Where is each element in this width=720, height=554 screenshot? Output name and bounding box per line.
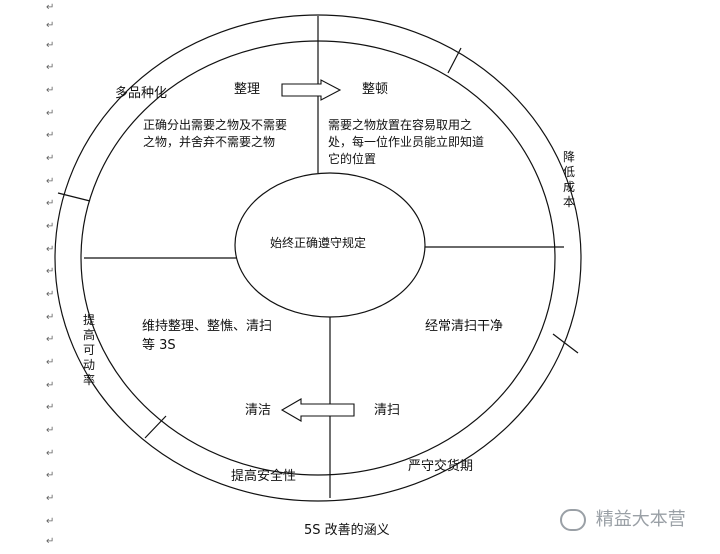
ring-separator: [552, 333, 579, 354]
label-qingjie: 清洁: [245, 403, 272, 418]
center-label: 始终正确遵守规定: [270, 236, 367, 250]
ring-separator: [57, 192, 91, 202]
paragraph-mark: ↵: [46, 312, 55, 323]
paragraph-mark: ↵: [46, 153, 55, 164]
wechat-icon: [560, 509, 586, 531]
paragraph-mark: ↵: [46, 62, 55, 73]
watermark: 精益大本营: [560, 505, 686, 531]
paragraph-mark: ↵: [46, 448, 55, 459]
paragraph-mark: ↵: [46, 470, 55, 481]
paragraph-mark: ↵: [46, 536, 55, 547]
label-zhengli: 整理: [234, 82, 261, 97]
paragraph-mark: ↵: [46, 357, 55, 368]
label-qingsao: 清扫: [374, 403, 401, 418]
paragraph-mark: ↵: [46, 40, 55, 51]
paragraph-mark: ↵: [46, 130, 55, 141]
ring-label-left: 提高可动率: [82, 313, 95, 387]
paragraph-mark: ↵: [46, 108, 55, 119]
paragraph-mark: ↵: [46, 244, 55, 255]
paragraph-mark: ↵: [46, 2, 55, 13]
ring-label-bottom-left: 提高安全性: [231, 469, 297, 484]
paragraph-mark: ↵: [46, 176, 55, 187]
paragraph-mark: ↵: [46, 289, 55, 300]
paragraph-mark: ↵: [46, 402, 55, 413]
paragraph-mark: ↵: [46, 425, 55, 436]
ring-label-bottom-right: 严守交货期: [408, 459, 474, 474]
paragraph-bottom-left: 维持整理、整憔、清扫等 3S: [142, 319, 273, 353]
paragraph-mark: ↵: [46, 20, 55, 31]
label-zhengdun: 整顿: [362, 82, 389, 97]
paragraph-mark: ↵: [46, 334, 55, 345]
watermark-text: 精益大本营: [595, 509, 686, 530]
paragraph-mark: ↵: [46, 493, 55, 504]
ring-label-top-left: 多品种化: [115, 86, 168, 101]
paragraph-top-left: 正确分出需要之物及不需要之物，并舍弃不需要之物: [143, 118, 288, 149]
arrow-left-icon: [280, 398, 355, 422]
paragraph-mark: ↵: [46, 380, 55, 391]
arrow-right-icon: [281, 79, 342, 101]
paragraph-mark: ↵: [46, 198, 55, 209]
figure-caption: 5S 改善的涵义: [304, 523, 390, 538]
paragraph-mark: ↵: [46, 221, 55, 232]
paragraph-mark: ↵: [46, 266, 55, 277]
paragraph-mark: ↵: [46, 85, 55, 96]
ring-label-right: 降低成本: [562, 150, 575, 209]
outer-ring: [54, 14, 582, 502]
paragraph-top-right: 需要之物放置在容易取用之处，每一位作业员能立即知道它的位置: [328, 118, 485, 166]
paragraph-bottom-right: 经常清扫干净: [425, 319, 504, 334]
ring-separator: [447, 47, 462, 74]
paragraph-mark: ↵: [46, 516, 55, 527]
ring-separator: [144, 415, 167, 439]
